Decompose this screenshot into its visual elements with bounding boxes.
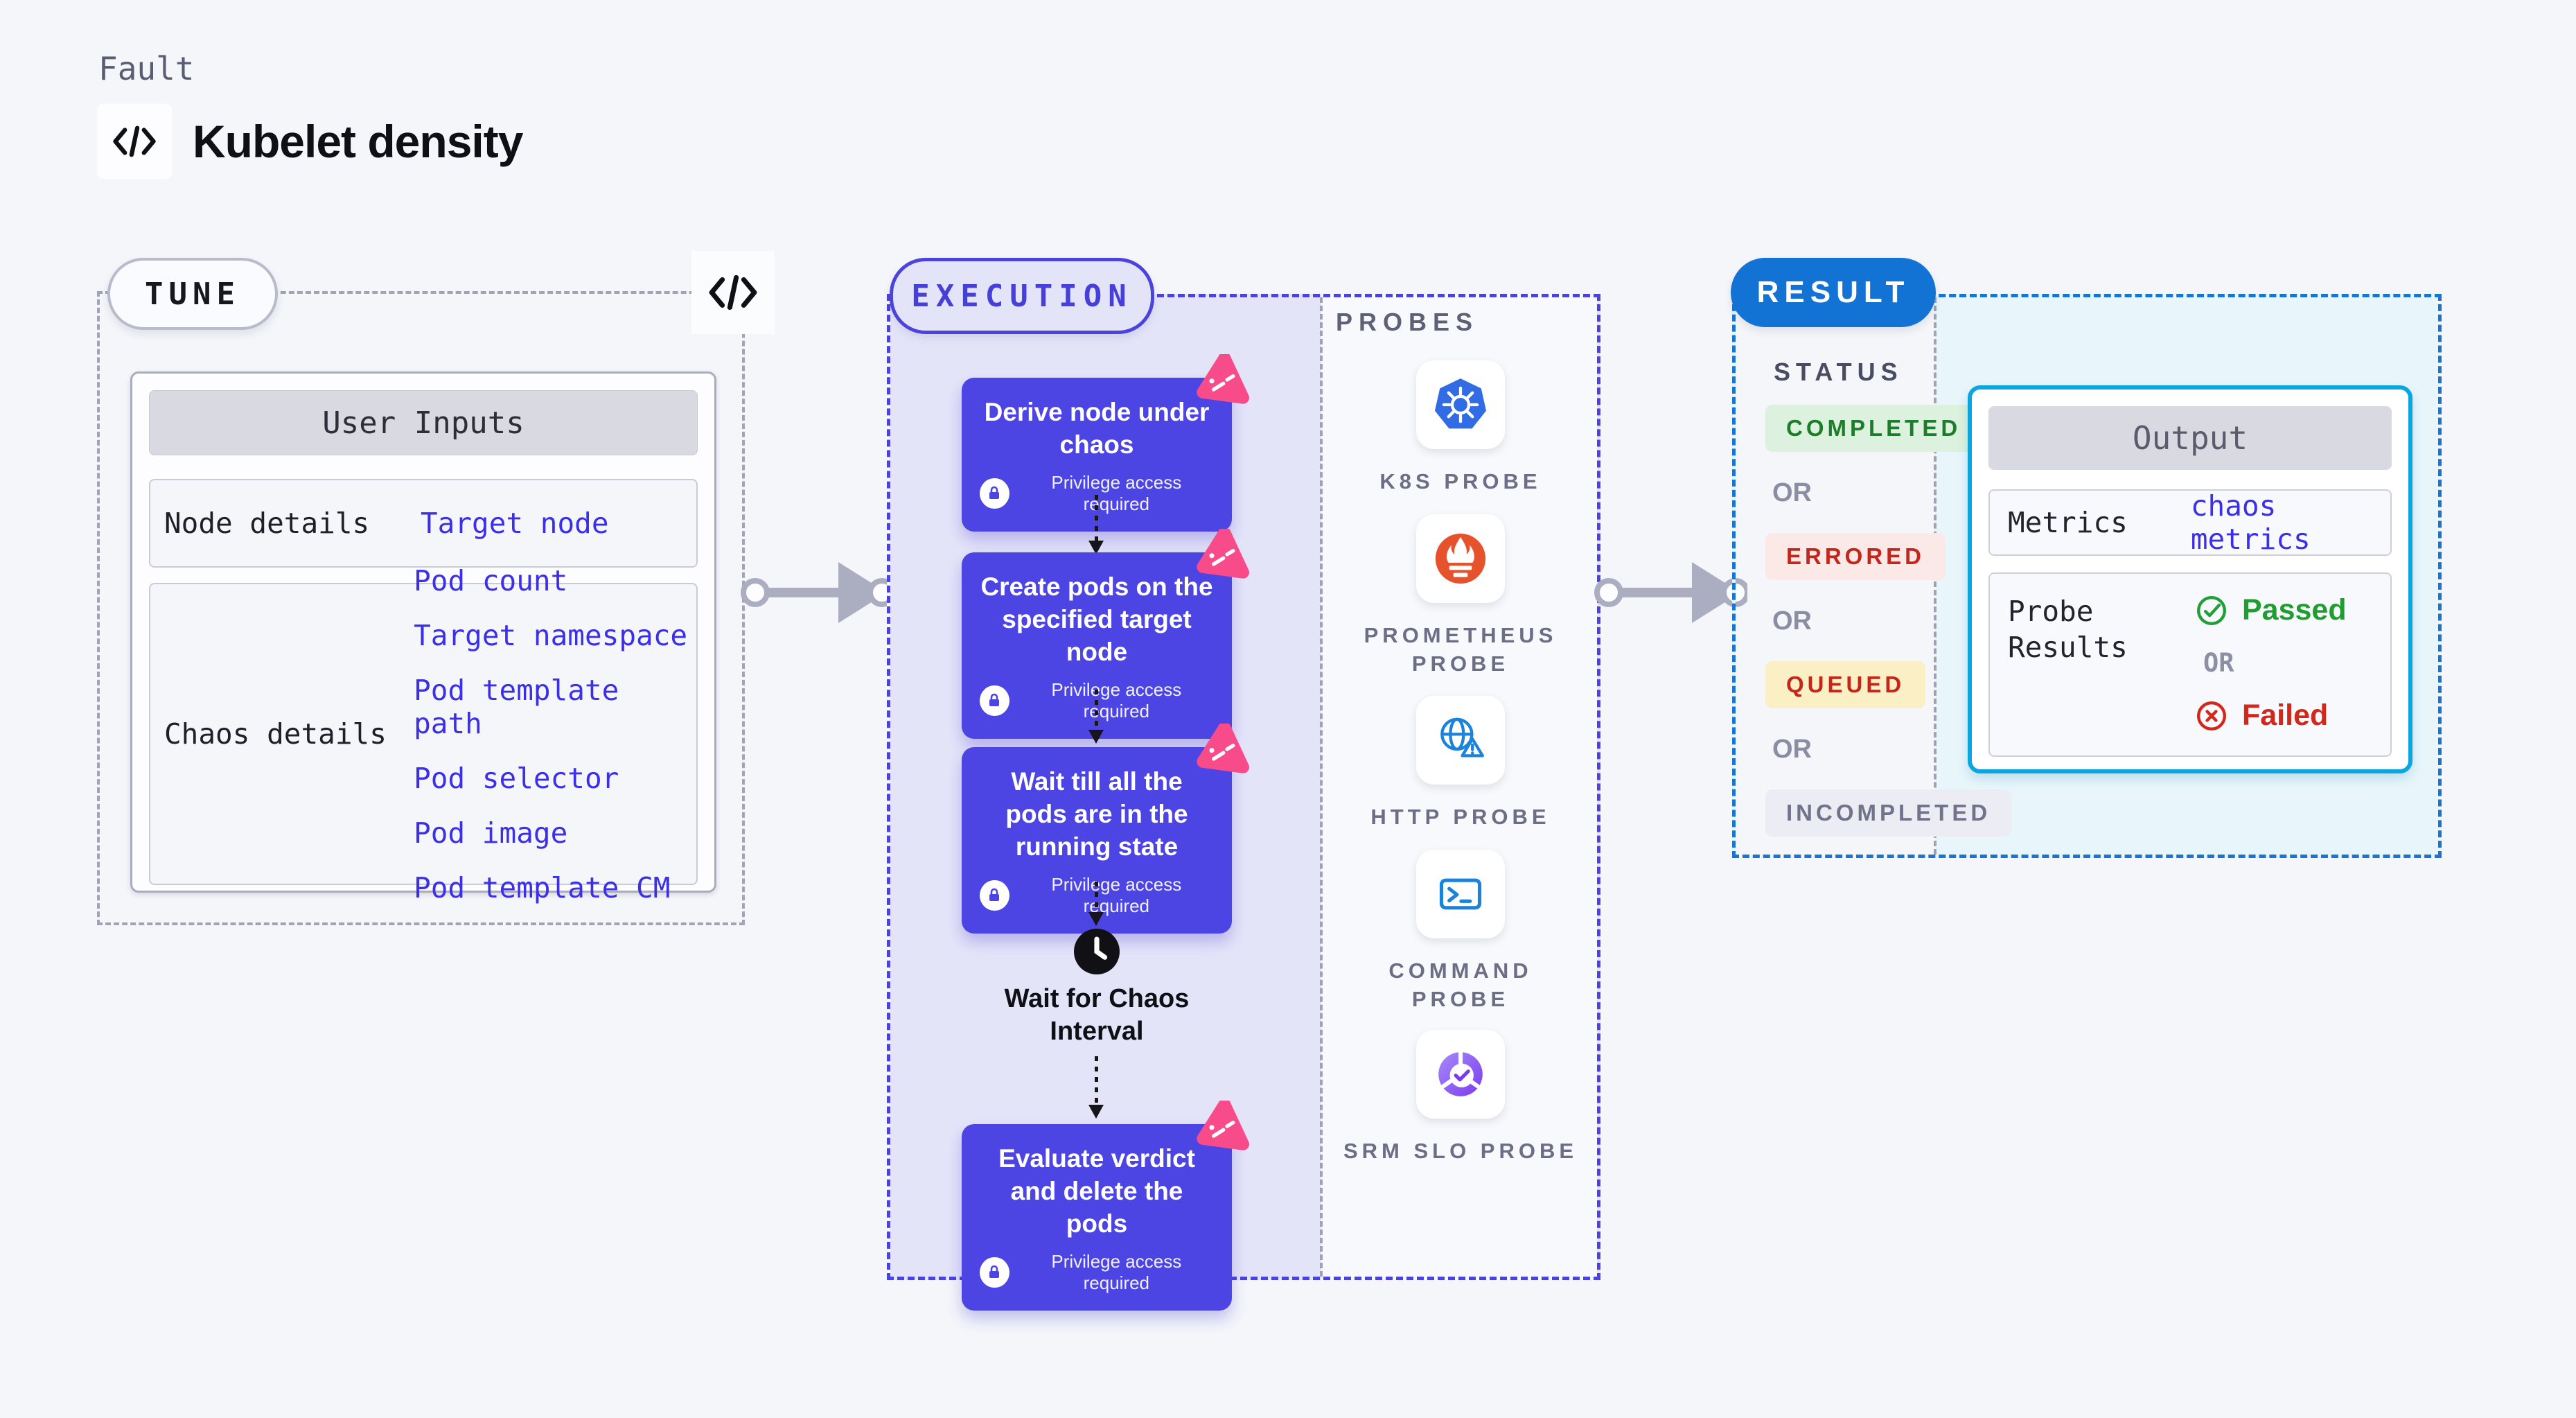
passed-row: Passed	[2195, 593, 2347, 627]
failed-row: Failed	[2195, 699, 2347, 733]
slo-donut-check-icon	[1416, 1030, 1505, 1119]
flow-connector-down-icon	[1088, 1056, 1104, 1119]
probe-label: SRM SLO PROBE	[1343, 1139, 1578, 1163]
passed-label: Passed	[2242, 593, 2347, 627]
step-title: Derive node under chaos	[984, 398, 1210, 459]
probe-item: HTTP PROBE	[1322, 696, 1599, 831]
status-badge: COMPLETED	[1765, 405, 1982, 452]
input-value: Target namespace	[414, 618, 688, 652]
probe-item: SRM SLO PROBE	[1322, 1030, 1599, 1165]
step-title: Wait till all the pods are in the runnin…	[1005, 767, 1188, 861]
result-section-label: RESULT	[1731, 258, 1936, 327]
input-value: Target node	[421, 507, 609, 540]
chaos-pink-badge-icon	[1197, 1101, 1249, 1150]
privilege-label: Privilege access required	[1051, 874, 1182, 916]
terminal-icon	[1416, 850, 1505, 938]
table-row: Chaos details Pod count Target namespace…	[149, 564, 698, 904]
failed-label: Failed	[2242, 699, 2329, 732]
tune-section-frame	[97, 291, 745, 925]
input-value: Pod image	[414, 816, 568, 850]
code-icon	[691, 251, 775, 334]
output-header: Output	[1988, 406, 2392, 470]
row-values: Pod count Target namespace Pod template …	[401, 564, 696, 904]
prometheus-icon	[1416, 514, 1505, 603]
status-heading: STATUS	[1774, 358, 1903, 386]
execution-step: Evaluate verdict and delete the pods Pri…	[962, 1101, 1249, 1311]
tune-section-label: TUNE	[107, 258, 278, 330]
output-table: Output Metrics chaos metrics Probe Resul…	[1968, 385, 2412, 773]
metrics-value: chaos metrics	[2190, 489, 2311, 556]
input-value: Pod template path	[414, 673, 619, 740]
flow-arrow-right-icon	[1594, 562, 1747, 623]
input-value: Pod template CM	[414, 870, 671, 904]
input-value: Pod selector	[414, 761, 619, 795]
fault-kicker: Fault	[98, 50, 195, 87]
row-label: Node details	[164, 507, 370, 540]
privilege-row: Privilege access required	[980, 1251, 1214, 1294]
table-row: Node details Target node	[149, 479, 698, 568]
execution-section-label: EXECUTION	[890, 258, 1154, 334]
privilege-label: Privilege access required	[1051, 472, 1182, 514]
page-title-row: Kubelet density	[97, 104, 523, 179]
or-label: OR	[1772, 478, 1812, 507]
row-label: Chaos details	[164, 717, 387, 751]
page-title: Kubelet density	[193, 116, 523, 167]
privilege-row: Privilege access required	[980, 472, 1214, 515]
probes-divider	[1320, 297, 1323, 1277]
flow-arrow-right-icon	[741, 562, 894, 623]
flow-connector-down-icon	[1088, 495, 1104, 554]
clock-icon	[1074, 929, 1120, 974]
step-title: Evaluate verdict and delete the pods	[998, 1144, 1195, 1238]
lock-icon	[980, 880, 1009, 911]
or-label: OR	[1772, 606, 1812, 636]
lock-icon	[980, 1257, 1009, 1288]
probe-outcomes: Passed OR Failed	[2185, 593, 2347, 736]
status-badge: QUEUED	[1765, 661, 1926, 708]
table-row: Metrics chaos metrics	[1988, 489, 2392, 556]
probes-heading: PROBES	[1336, 308, 1479, 336]
kubernetes-icon	[1416, 360, 1505, 449]
chaos-pink-badge-icon	[1197, 354, 1249, 404]
or-label: OR	[1772, 735, 1812, 764]
x-circle-icon	[2197, 701, 2226, 730]
probe-label: HTTP PROBE	[1370, 805, 1551, 829]
lock-icon	[980, 478, 1009, 509]
user-inputs-header: User Inputs	[149, 390, 698, 455]
probe-label: PROMETHEUS PROBE	[1364, 623, 1558, 676]
status-badge: INCOMPLETED	[1765, 789, 2012, 837]
flow-connector-down-icon	[1088, 882, 1104, 926]
or-label: OR	[2203, 648, 2234, 678]
user-inputs-table: User Inputs Node details Target node Cha…	[130, 371, 716, 904]
probe-item: COMMAND PROBE	[1322, 850, 1599, 1013]
step-title: Create pods on the specified target node	[980, 572, 1213, 666]
probe-item: K8S PROBE	[1322, 360, 1599, 496]
chaos-pink-badge-icon	[1197, 724, 1249, 773]
status-badge: ERRORED	[1765, 533, 1946, 580]
probe-item: PROMETHEUS PROBE	[1322, 514, 1599, 678]
row-label: Probe Results	[2008, 595, 2128, 664]
wait-interval-label: Wait for Chaos Interval	[1004, 984, 1190, 1046]
check-circle-icon	[2197, 595, 2226, 625]
privilege-label: Privilege access required	[1051, 1251, 1182, 1293]
globe-warning-icon	[1416, 696, 1505, 785]
chaos-pink-badge-icon	[1197, 529, 1249, 579]
probe-label: K8S PROBE	[1379, 469, 1542, 493]
flow-connector-down-icon	[1088, 690, 1104, 744]
code-icon	[97, 104, 172, 179]
privilege-row: Privilege access required	[980, 679, 1214, 722]
status-column: COMPLETED OR ERRORED OR QUEUED OR INCOMP…	[1765, 405, 2012, 837]
probe-label: COMMAND PROBE	[1388, 959, 1533, 1011]
privilege-label: Privilege access required	[1051, 679, 1182, 721]
table-row: Probe Results Passed OR Failed	[1988, 572, 2392, 757]
input-value: Pod count	[414, 563, 568, 597]
lock-icon	[980, 685, 1009, 716]
row-label: Metrics	[2008, 506, 2128, 539]
row-values: Target node	[408, 480, 609, 566]
